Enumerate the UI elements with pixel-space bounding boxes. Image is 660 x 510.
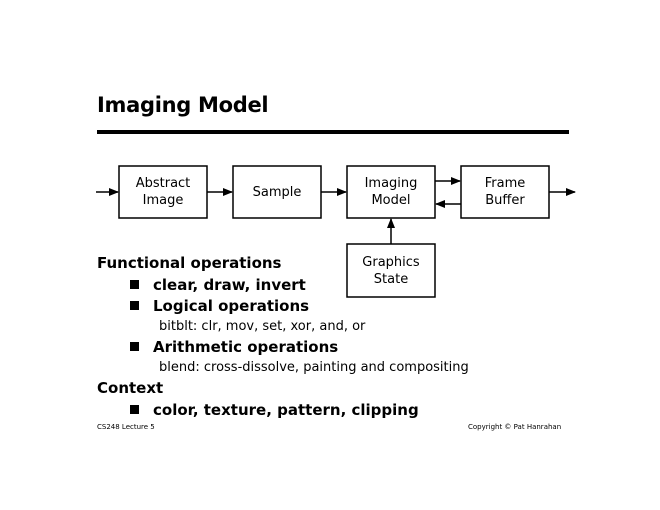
sub-blend: blend: cross-dissolve, painting and comp… [159, 360, 469, 375]
bullet-square-icon [130, 280, 139, 289]
footer-copyright: Copyright © Pat Hanrahan [468, 423, 562, 431]
sub-bitblt: bitblt: clr, mov, set, xor, and, or [159, 319, 366, 334]
imaging-model-label: Imaging Model [364, 176, 418, 208]
bullet-logical-operations: Logical operations [130, 297, 309, 315]
bullet-clear-draw-invert: clear, draw, invert [130, 276, 306, 294]
bullet-color-texture: color, texture, pattern, clipping [130, 401, 419, 419]
bullet-square-icon [130, 301, 139, 310]
bullet-arithmetic-operations: Arithmetic operations [130, 338, 338, 356]
frame-buffer-label: Frame Buffer [484, 176, 526, 208]
bullet-square-icon [130, 405, 139, 414]
bullet-square-icon [130, 342, 139, 351]
abstract-image-label: Abstract Image [135, 176, 191, 208]
slide-title: Imaging Model [97, 93, 269, 117]
graphics-state-label: Graphics State [362, 254, 420, 287]
heading-functional-operations: Functional operations [97, 254, 282, 272]
footer-lecture: CS248 Lecture 5 [97, 423, 155, 431]
sample-label: Sample [252, 184, 302, 200]
heading-context: Context [97, 379, 164, 397]
title-rule [97, 130, 569, 134]
